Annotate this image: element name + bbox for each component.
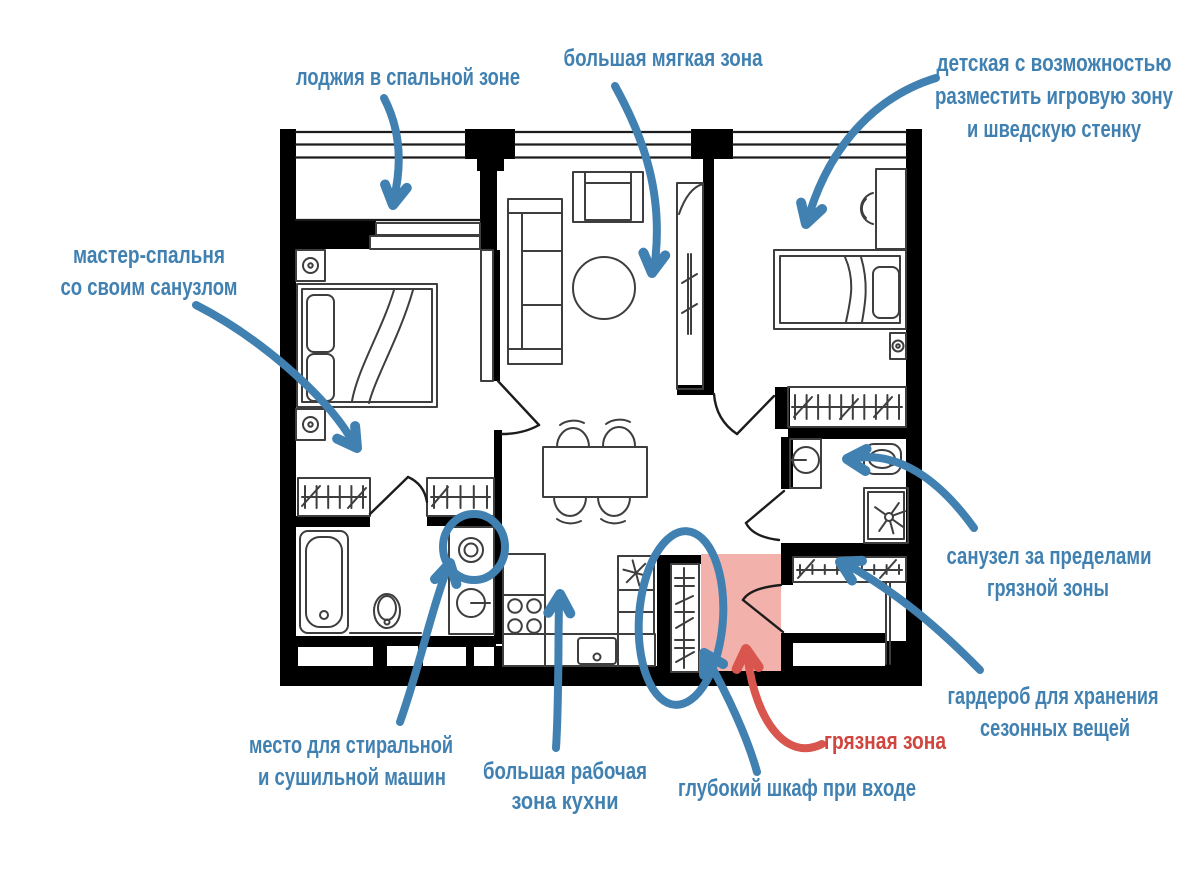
svg-text:разместить игровую зону: разместить игровую зону: [935, 83, 1174, 110]
svg-text:лоджия в спальной зоне: лоджия в спальной зоне: [296, 64, 520, 91]
svg-text:детская с возможностью: детская с возможностью: [937, 50, 1172, 77]
svg-text:грязной зоны: грязной зоны: [987, 575, 1109, 602]
svg-text:большая рабочая: большая рабочая: [483, 758, 647, 785]
svg-text:глубокий шкаф при входе: глубокий шкаф при входе: [678, 775, 916, 802]
svg-text:и сушильной машин: и сушильной машин: [258, 764, 446, 791]
svg-text:сезонных вещей: сезонных вещей: [980, 715, 1130, 742]
svg-text:грязная зона: грязная зона: [824, 728, 947, 755]
svg-text:гардероб для хранения: гардероб для хранения: [948, 683, 1159, 710]
svg-text:мастер-спальня: мастер-спальня: [73, 242, 225, 269]
svg-text:большая мягкая зона: большая мягкая зона: [564, 45, 764, 72]
svg-text:санузел за пределами: санузел за пределами: [947, 543, 1152, 570]
svg-text:зона кухни: зона кухни: [512, 788, 619, 815]
svg-text:и шведскую стенку: и шведскую стенку: [967, 116, 1141, 143]
svg-text:со своим санузлом: со своим санузлом: [61, 274, 238, 301]
svg-text:место для стиральной: место для стиральной: [249, 732, 453, 759]
